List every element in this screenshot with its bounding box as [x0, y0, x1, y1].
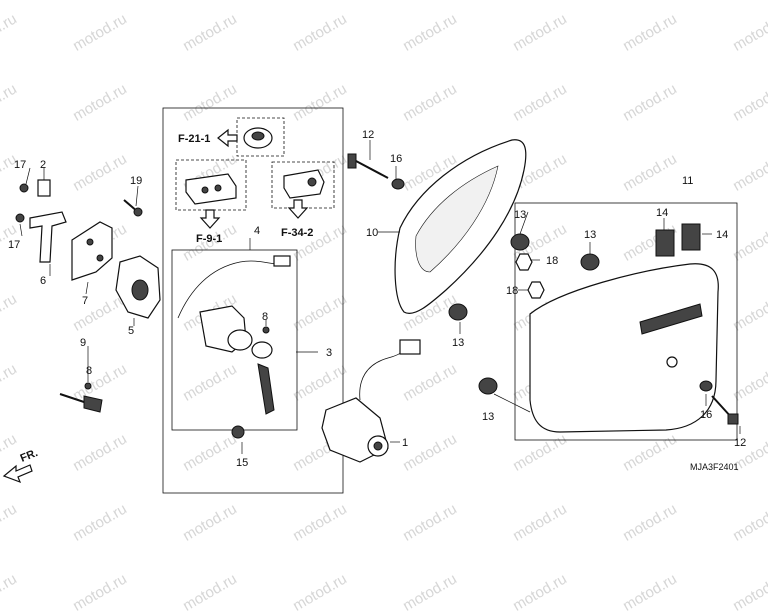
side-cover-right-11: [529, 263, 719, 433]
grommet-13-d: [478, 377, 498, 395]
screw-8-left: [84, 382, 92, 390]
grommet-13-b: [448, 303, 468, 321]
callout-10: 10: [366, 227, 378, 239]
bracket-part-ref-left: [185, 173, 237, 205]
callout-13-d: 13: [482, 411, 494, 423]
leader-lines: [19, 140, 741, 454]
callout-16-top: 16: [390, 153, 402, 165]
diagram-code: MJA3F2401: [690, 462, 739, 472]
watermark-text: motod.ru: [620, 570, 680, 615]
callout-6: 6: [40, 275, 46, 287]
watermark-text: motod.ru: [730, 570, 768, 615]
nut-18-a: [515, 253, 533, 271]
arrow-left-icon: [217, 128, 238, 148]
reference-f21: F-21-1: [178, 133, 210, 145]
callout-15: 15: [236, 457, 248, 469]
front-arrow-icon: [2, 464, 33, 484]
callout-13-c: 13: [584, 229, 596, 241]
watermark-text: motod.ru: [290, 570, 350, 615]
side-cover-group-box: [514, 202, 738, 441]
lock-assembly-4: [177, 255, 291, 415]
callout-8-left: 8: [86, 365, 92, 377]
washer-16-right: [699, 380, 713, 392]
clip-2: [37, 179, 51, 197]
reference-f34: F-34-2: [281, 227, 313, 239]
callout-9: 9: [80, 337, 86, 349]
arrow-down-icon-left: [199, 209, 221, 229]
bolt-12-top: [347, 153, 389, 179]
emblem-14-a: [655, 229, 675, 257]
callout-14-a: 14: [656, 207, 668, 219]
watermark-text: motod.ru: [0, 570, 20, 615]
callout-4: 4: [254, 225, 260, 237]
screw-8-lock: [262, 326, 270, 334]
watermark-text: motod.ru: [70, 570, 130, 615]
nut-18-b: [527, 281, 545, 299]
callout-19: 19: [130, 175, 142, 187]
callout-2: 2: [40, 159, 46, 171]
watermark-text: motod.ru: [400, 570, 460, 615]
bolt-17-bottom: [15, 213, 25, 223]
callout-17-top: 17: [14, 159, 26, 171]
arrow-down-icon-right: [287, 199, 309, 219]
stay-6: [29, 211, 67, 263]
holder-5: [115, 255, 161, 319]
callout-13-a: 13: [514, 209, 526, 221]
watermark-text: motod.ru: [180, 570, 240, 615]
reference-dashed-box-right: [271, 161, 335, 209]
callout-8-lock: 8: [262, 311, 268, 323]
callout-16-right: 16: [700, 409, 712, 421]
bolt-17-top: [19, 183, 29, 193]
reference-f9: F-9-1: [196, 233, 222, 245]
bolt-15: [231, 425, 245, 439]
callout-7: 7: [82, 295, 88, 307]
lock-housing-1: [321, 397, 389, 463]
callout-12-right: 12: [734, 437, 746, 449]
bracket-7: [71, 221, 113, 281]
callout-14-b: 14: [716, 229, 728, 241]
front-arrow-label: FR.: [19, 447, 40, 465]
callout-5: 5: [128, 325, 134, 337]
bracket-part-ref-right: [283, 169, 325, 199]
side-cover-left-10: [394, 139, 527, 314]
callout-17-bottom: 17: [8, 239, 20, 251]
callout-3: 3: [326, 347, 332, 359]
callout-1: 1: [402, 437, 408, 449]
cable-1: [359, 339, 421, 401]
key-9: [59, 393, 103, 413]
bolt-12-right: [711, 395, 739, 425]
parts-diagram: F-21-1 F-9-1 F-34-2: [2, 107, 746, 494]
callout-18-b: 18: [506, 285, 518, 297]
emblem-14-b: [681, 223, 701, 251]
callout-13-b: 13: [452, 337, 464, 349]
callout-12-top: 12: [362, 129, 374, 141]
callout-11: 11: [682, 175, 693, 187]
key-set-group-box: [162, 107, 344, 494]
grommet-13-a: [510, 233, 530, 251]
washer-16-top: [391, 178, 405, 190]
watermark-text: motod.ru: [510, 570, 570, 615]
bolt-19: [123, 199, 143, 217]
callout-18-a: 18: [546, 255, 558, 267]
grommet-13-c: [580, 253, 600, 271]
grommet-part-ref: [243, 127, 273, 149]
